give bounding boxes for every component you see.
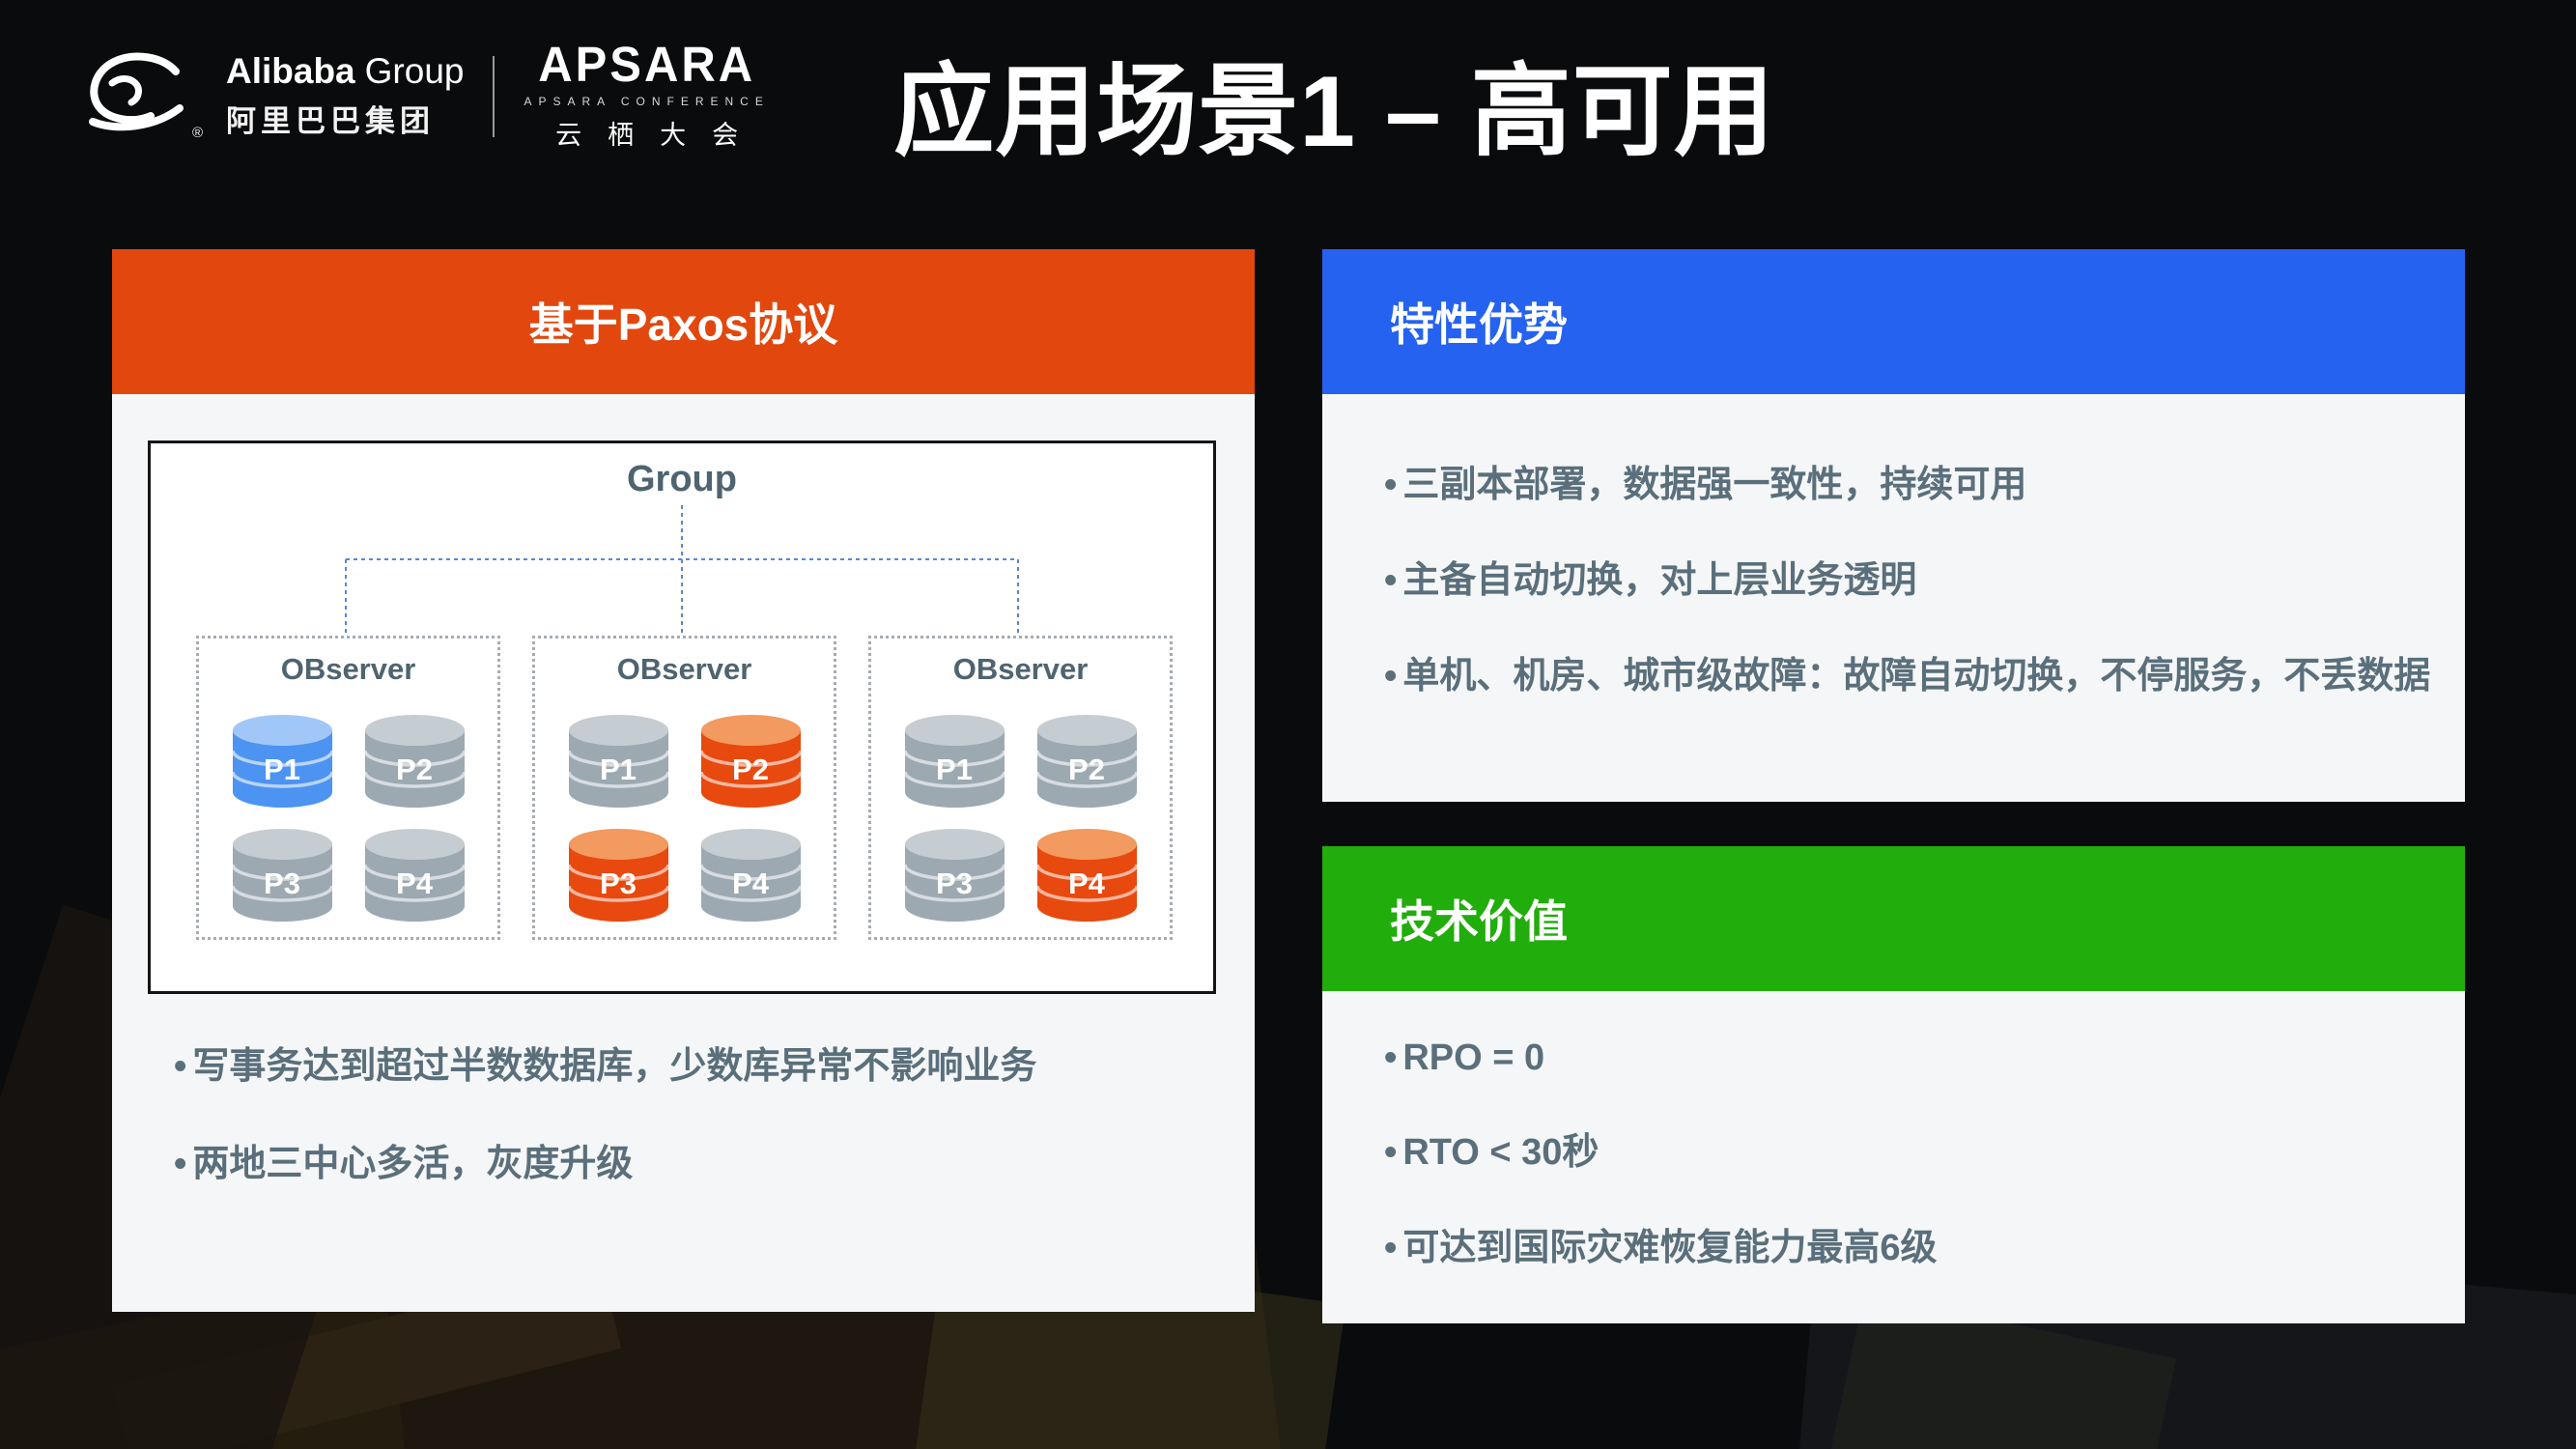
partition-label: P3 <box>264 867 300 900</box>
partition-grid: P1 P2 P3 P4 <box>535 714 834 923</box>
partition-label: P2 <box>396 753 433 786</box>
partition-label: P3 <box>600 867 637 900</box>
partition-cylinder-icon: P3 <box>567 828 669 923</box>
connector-lines <box>345 505 1019 633</box>
value-panel: 技术价值 RPO = 0 RTO < 30秒可达到国际灾难恢复能力最高6级 <box>1322 846 2465 1323</box>
partition-cylinder-icon: P3 <box>231 828 333 923</box>
feature-bullet-list: 三副本部署，数据强一致性，持续可用主备自动切换，对上层业务透明单机、机房、城市级… <box>1384 454 2430 698</box>
paxos-panel: 基于Paxos协议 Group OBserver P1 P2 P <box>112 249 1255 1312</box>
partition-label: P3 <box>936 867 973 900</box>
value-bullet-list: RPO = 0 RTO < 30秒可达到国际灾难恢复能力最高6级 <box>1384 1037 1937 1270</box>
alibaba-cn-wordmark: 阿里巴巴集团 <box>226 104 435 138</box>
apsara-logo: APSARA APSARA CONFERENCE 云栖大会 <box>524 37 770 152</box>
partition-label: P4 <box>732 867 769 900</box>
observer-title: OBserver <box>952 652 1089 686</box>
logo-divider <box>493 56 495 137</box>
group-wordmark: Group <box>364 51 465 91</box>
bullet-item: 三副本部署，数据强一致性，持续可用 <box>1384 454 2430 507</box>
apsara-cn-wordmark: 云栖大会 <box>555 121 765 150</box>
bullet-item: RTO < 30秒 <box>1384 1122 1937 1175</box>
group-node-label: Group <box>627 459 737 499</box>
bullet-item: 写事务达到超过半数数据库，少数库异常不影响业务 <box>174 1036 1036 1089</box>
alibaba-logo-icon: ® <box>83 50 203 143</box>
partition-label: P4 <box>1068 867 1105 900</box>
paxos-bullet-list: 写事务达到超过半数数据库，少数库异常不影响业务两地三中心多活，灰度升级 <box>174 1036 1036 1186</box>
partition-grid: P1 P2 P3 P4 <box>871 714 1170 923</box>
alibaba-wordmark: Alibaba <box>226 51 355 91</box>
observer-title: OBserver <box>616 652 752 686</box>
partition-cylinder-icon: P1 <box>231 714 333 809</box>
partition-cylinder-icon: P2 <box>699 714 802 809</box>
partition-cylinder-icon: P1 <box>567 714 669 809</box>
partition-cylinder-icon: P4 <box>1035 828 1138 923</box>
feature-panel-body: 三副本部署，数据强一致性，持续可用主备自动切换，对上层业务透明单机、机房、城市级… <box>1322 394 2465 802</box>
partition-label: P4 <box>396 867 433 900</box>
observer-box: OBserver P1 P2 P3 P4 <box>196 636 500 940</box>
value-panel-header: 技术价值 <box>1322 846 2465 991</box>
value-panel-body: RPO = 0 RTO < 30秒可达到国际灾难恢复能力最高6级 <box>1322 991 2465 1323</box>
bullet-item: 主备自动切换，对上层业务透明 <box>1384 550 2430 603</box>
partition-label: P2 <box>732 753 769 786</box>
registered-mark: ® <box>191 125 203 141</box>
paxos-panel-header: 基于Paxos协议 <box>112 249 1255 394</box>
apsara-conference-label: APSARA CONFERENCE <box>524 95 770 108</box>
partition-grid: P1 P2 P3 P4 <box>199 714 497 923</box>
partition-label: P1 <box>600 753 637 786</box>
partition-cylinder-icon: P2 <box>363 714 466 809</box>
partition-cylinder-icon: P1 <box>903 714 1005 809</box>
feature-panel: 特性优势 三副本部署，数据强一致性，持续可用主备自动切换，对上层业务透明单机、机… <box>1322 249 2465 802</box>
partition-label: P2 <box>1068 753 1105 786</box>
observer-title: OBserver <box>280 652 416 686</box>
partition-cylinder-icon: P2 <box>1035 714 1138 809</box>
bullet-item: 可达到国际灾难恢复能力最高6级 <box>1384 1217 1937 1270</box>
observer-box: OBserver P1 P2 P3 P4 <box>532 636 836 940</box>
bullet-item: 单机、机房、城市级故障：故障自动切换，不停服务，不丢数据 <box>1384 645 2430 698</box>
partition-cylinder-icon: P3 <box>903 828 1005 923</box>
observer-box: OBserver P1 P2 P3 P4 <box>868 636 1173 940</box>
bullet-item: 两地三中心多活，灰度升级 <box>174 1133 1036 1186</box>
partition-cylinder-icon: P4 <box>363 828 466 923</box>
page-title: 应用场景1 – 高可用 <box>893 56 1775 168</box>
partition-label: P1 <box>936 753 973 786</box>
apsara-wordmark: APSARA <box>538 37 756 93</box>
feature-panel-header: 特性优势 <box>1322 249 2465 394</box>
bullet-item: RPO = 0 <box>1384 1037 1937 1079</box>
partition-cylinder-icon: P4 <box>699 828 802 923</box>
partition-label: P1 <box>264 753 300 786</box>
